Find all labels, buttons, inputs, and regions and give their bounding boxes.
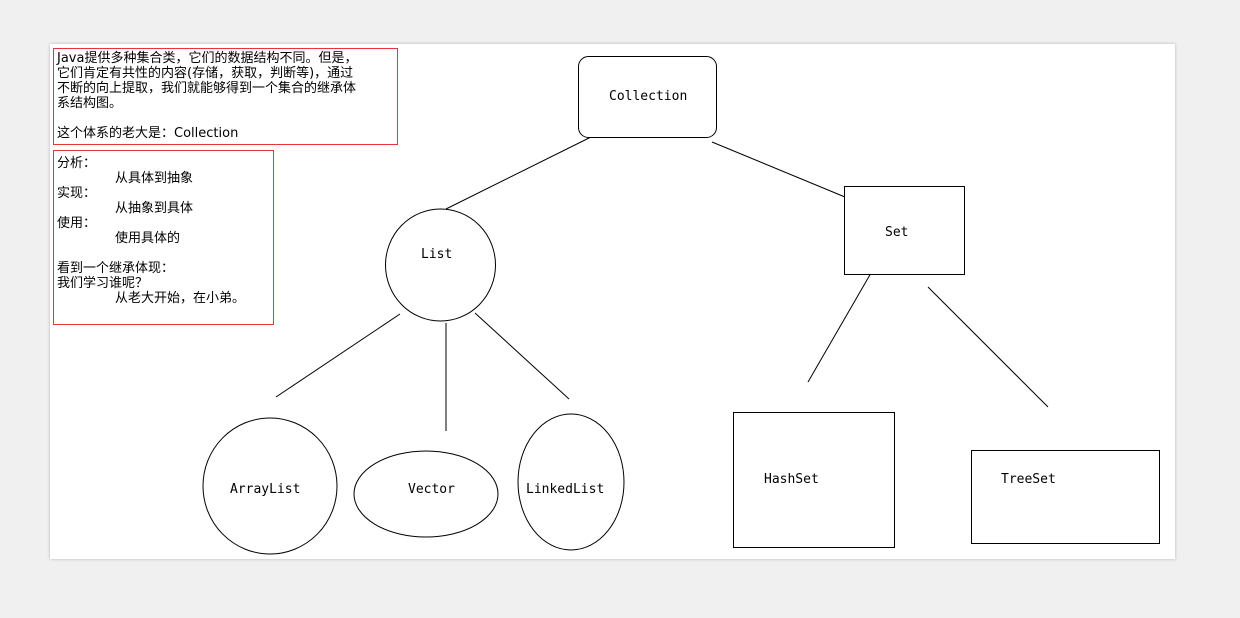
- edge-collection-set: [711, 141, 846, 198]
- intro-line-3: 不断的向上提取，我们就能够得到一个集合的继承体: [57, 81, 357, 96]
- edge-list-linkedlist: [474, 312, 570, 400]
- collection-node: [578, 56, 717, 138]
- analysis-label: 分析：: [57, 156, 97, 171]
- intro-line-4: 系结构图。: [57, 96, 123, 111]
- summary-line-2: 我们学习谁呢？: [57, 276, 149, 291]
- arraylist-node: [202, 417, 338, 555]
- intro-line-6: 这个体系的老大是：Collection: [57, 126, 239, 141]
- implement-value: 从抽象到具体: [115, 201, 194, 216]
- edge-list-arraylist: [275, 313, 401, 398]
- list-node: [385, 208, 496, 322]
- hashset-label: HashSet: [764, 472, 819, 487]
- analysis-value: 从具体到抽象: [115, 171, 194, 186]
- edge-collection-list: [445, 135, 594, 210]
- summary-line-3: 从老大开始，在小弟。: [115, 291, 246, 306]
- implement-label: 实现：: [57, 186, 97, 201]
- edge-set-treeset: [927, 286, 1049, 408]
- set-node: [844, 186, 965, 275]
- intro-line-1: Java提供多种集合类，它们的数据结构不同。但是，: [57, 51, 358, 66]
- use-value: 使用具体的: [115, 231, 181, 246]
- edge-set-hashset: [807, 272, 872, 383]
- linkedlist-label: LinkedList: [526, 482, 604, 497]
- list-label: List: [421, 247, 452, 262]
- intro-note: Java提供多种集合类，它们的数据结构不同。但是， 它们肯定有共性的内容(存储，…: [53, 48, 398, 145]
- treeset-node: [971, 450, 1160, 544]
- analysis-note: 分析： 从具体到抽象 实现： 从抽象到具体 使用： 使用具体的 看到一个继承体现…: [53, 150, 274, 325]
- intro-line-2: 它们肯定有共性的内容(存储，获取，判断等)，通过: [57, 66, 354, 81]
- use-label: 使用：: [57, 216, 97, 231]
- collection-label: Collection: [609, 89, 687, 104]
- vector-label: Vector: [408, 482, 455, 497]
- arraylist-label: ArrayList: [230, 482, 300, 497]
- hashset-node: [733, 412, 895, 548]
- linkedlist-node: [517, 413, 625, 551]
- set-label: Set: [885, 225, 908, 240]
- vector-node: [353, 450, 499, 538]
- treeset-label: TreeSet: [1001, 472, 1056, 487]
- summary-line-1: 看到一个继承体现：: [57, 261, 175, 276]
